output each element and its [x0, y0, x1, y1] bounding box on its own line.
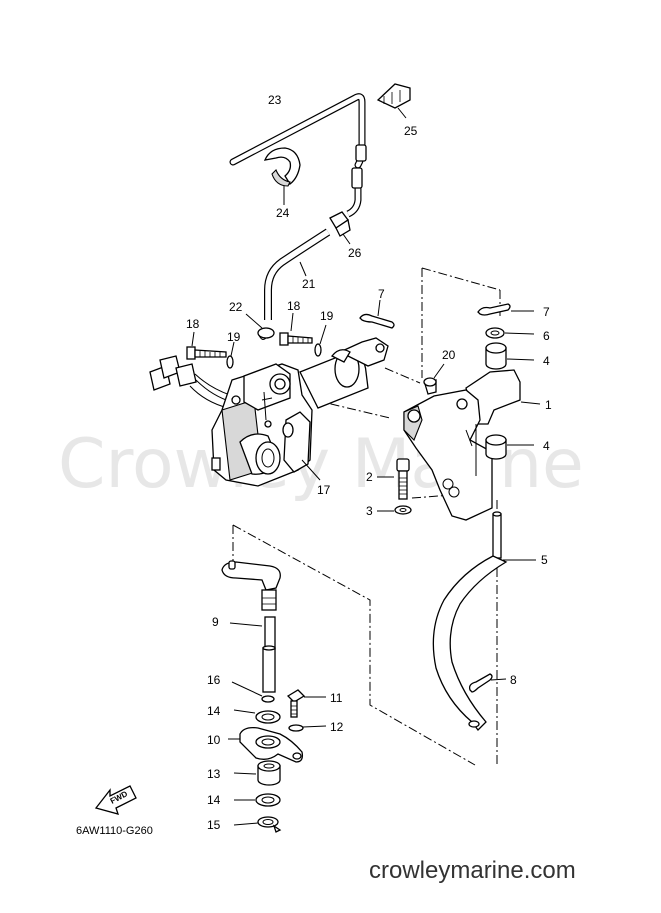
callout-18-left: 18 [186, 317, 200, 331]
callout-14-lower: 14 [207, 793, 221, 807]
part-4-bushing-upper [485, 342, 535, 370]
part-15-circlip [233, 816, 282, 833]
callout-2: 2 [366, 470, 373, 484]
part-12-washer [288, 724, 327, 732]
part-7-pin-upper [359, 299, 395, 329]
callout-14-upper: 14 [207, 704, 221, 718]
callout-16: 16 [207, 673, 221, 687]
callout-7-right: 7 [543, 305, 550, 319]
part-26-fitting [329, 211, 351, 245]
part-7-pin-right [477, 303, 534, 316]
part-10-arm [228, 726, 304, 763]
callout-19-right: 19 [320, 309, 334, 323]
callout-10: 10 [207, 733, 221, 747]
callout-19-left: 19 [227, 330, 241, 344]
part-19-washer-right [314, 324, 327, 357]
callout-5: 5 [541, 553, 548, 567]
part-22-clip [245, 313, 275, 340]
part-11-bolt [286, 689, 326, 718]
fwd-arrow-icon: FWD [94, 785, 137, 815]
part-18-bolt-left [186, 331, 227, 360]
callout-labels: 23 25 24 26 21 7 7 6 4 22 18 18 19 19 20… [186, 93, 552, 832]
callout-1: 1 [545, 398, 552, 412]
callout-18-right: 18 [287, 299, 301, 313]
callout-22: 22 [229, 300, 243, 314]
callout-17: 17 [317, 483, 331, 497]
callout-11: 11 [330, 691, 343, 705]
callout-9: 9 [212, 615, 219, 629]
callout-23: 23 [268, 93, 282, 107]
callout-26: 26 [348, 246, 362, 260]
part-21-hose [264, 228, 331, 320]
callout-8: 8 [510, 673, 517, 687]
part-20-bushing [423, 363, 445, 395]
part-24-clamp [263, 147, 301, 205]
part-17-assembly [149, 337, 389, 487]
callout-20: 20 [442, 348, 456, 362]
part-13-bushing [233, 760, 281, 786]
part-23-pipe [229, 93, 367, 218]
part-6-washer [485, 327, 535, 339]
part-5-arm [432, 511, 536, 731]
part-9-lever [221, 560, 281, 693]
callout-6: 6 [543, 329, 550, 343]
callout-15: 15 [207, 818, 221, 832]
part-4-bushing-lower [485, 434, 534, 460]
part-16-oring [231, 681, 275, 703]
part-8-pin [468, 673, 507, 693]
callout-3: 3 [366, 504, 373, 518]
part-2-bolt [377, 458, 410, 500]
callout-7-upper: 7 [378, 287, 385, 301]
part-1-bracket [403, 369, 541, 521]
callout-4-lower: 4 [543, 439, 550, 453]
part-18-bolt-right [279, 312, 313, 346]
part-14-seal-upper [233, 709, 281, 724]
website-text: crowleymarine.com [369, 857, 576, 884]
part-3-washer [377, 505, 412, 515]
callout-4-upper: 4 [543, 354, 550, 368]
callout-25: 25 [404, 124, 418, 138]
callout-21: 21 [302, 277, 316, 291]
callout-12: 12 [330, 720, 344, 734]
part-25-clip [376, 83, 411, 119]
callout-24: 24 [276, 206, 290, 220]
callout-13: 13 [207, 767, 221, 781]
drawing-code: 6AW1110-G260 [76, 825, 153, 837]
part-14-seal-lower [234, 793, 281, 807]
part-19-washer-left [226, 341, 235, 369]
